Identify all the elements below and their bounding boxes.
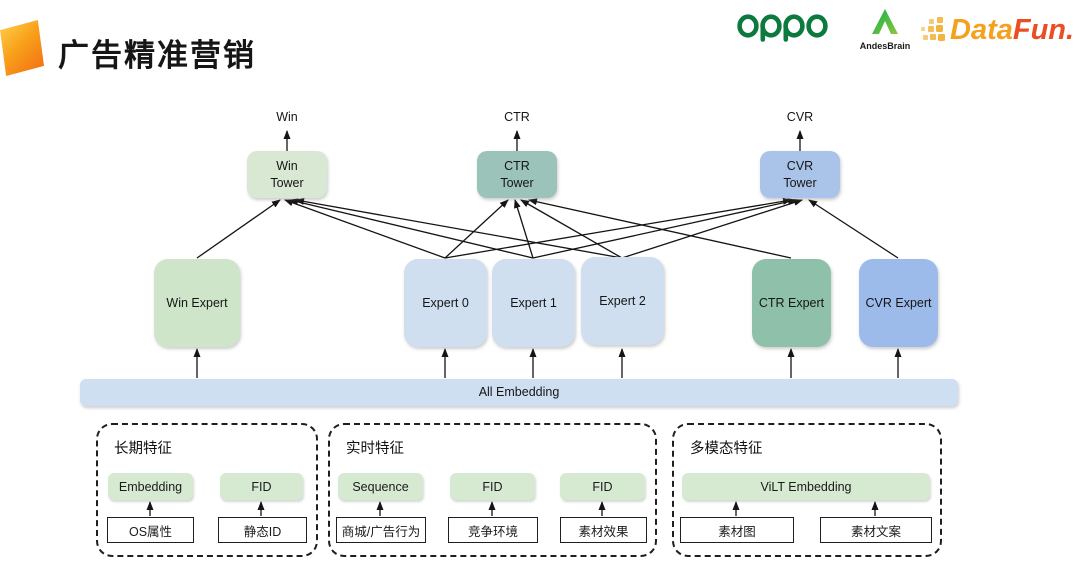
source-competition-box: 竞争环境: [448, 517, 538, 543]
datafun-wordmark: DataFun.: [950, 10, 1074, 50]
oppo-logo: [737, 14, 828, 42]
output-label-cvr: CVR: [786, 110, 814, 124]
encoder-vilt-embedding-chip: ViLT Embedding: [682, 473, 930, 500]
feature-group-realtime-title: 实时特征: [346, 441, 404, 457]
source-material-copy-box: 素材文案: [820, 517, 932, 543]
feature-group-multimodal-title: 多模态特征: [690, 441, 763, 457]
cvr-tower-node: CVR Tower: [760, 151, 840, 198]
expert-2-node: Expert 2: [581, 257, 664, 345]
source-material-effect-box: 素材效果: [560, 517, 647, 543]
output-label-ctr: CTR: [504, 110, 530, 124]
feature-group-realtime: 实时特征: [328, 423, 657, 557]
source-mall-ad-behavior-box: 商城/广告行为: [336, 517, 426, 543]
datafun-text-fun: Fun.: [1012, 14, 1075, 46]
encoder-fid-chip-1: FID: [220, 473, 303, 500]
win-tower-node: Win Tower: [247, 151, 327, 198]
source-material-image-box: 素材图: [680, 517, 794, 543]
datafun-logo: DataFun.: [920, 10, 1074, 50]
cvr-tower-line2: Tower: [783, 175, 817, 190]
win-tower-line2: Tower: [270, 175, 304, 190]
win-expert-node: Win Expert: [154, 259, 240, 347]
encoder-sequence-chip: Sequence: [338, 473, 423, 500]
andesbrain-label: AndesBrain: [859, 41, 911, 51]
encoder-fid-chip-3: FID: [560, 473, 645, 500]
logo-row: AndesBrain DataFun.: [722, 6, 1074, 58]
ctr-expert-node: CTR Expert: [752, 259, 831, 347]
andesbrain-icon: [872, 9, 898, 34]
ctr-tower-line1: CTR: [504, 158, 530, 173]
encoder-fid-chip-2: FID: [450, 473, 535, 500]
feature-group-longterm: 长期特征: [96, 423, 318, 557]
source-os-attr-box: OS属性: [107, 517, 194, 543]
page-title: 广告精准营销: [58, 38, 256, 73]
datafun-dots-icon: [921, 17, 945, 41]
datafun-text-data: Data: [950, 14, 1013, 46]
expert-1-node: Expert 1: [492, 259, 575, 347]
slide-bullet-icon: [0, 20, 44, 76]
expert-0-node: Expert 0: [404, 259, 487, 347]
cvr-tower-line1: CVR: [786, 158, 814, 173]
feature-group-multimodal: 多模态特征: [672, 423, 942, 557]
cvr-expert-node: CVR Expert: [859, 259, 938, 347]
andesbrain-logo: AndesBrain: [854, 8, 916, 51]
all-embedding-bar: All Embedding: [80, 379, 958, 406]
encoder-embedding-chip: Embedding: [108, 473, 193, 500]
ctr-tower-node: CTR Tower: [477, 151, 557, 198]
feature-group-longterm-title: 长期特征: [114, 441, 172, 457]
source-static-id-box: 静态ID: [218, 517, 307, 543]
win-tower-line1: Win: [276, 158, 298, 173]
output-label-win: Win: [276, 110, 298, 124]
ctr-tower-line2: Tower: [500, 175, 534, 190]
